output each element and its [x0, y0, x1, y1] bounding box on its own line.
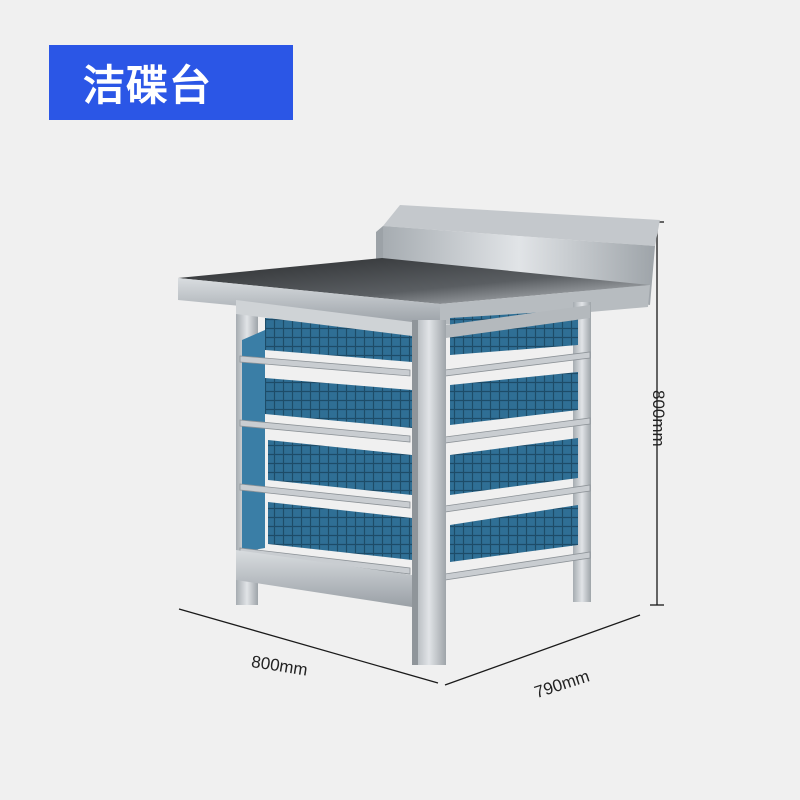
- table-top: [178, 258, 650, 325]
- rack-rails: [239, 351, 591, 581]
- title-banner: 洁碟台: [49, 45, 293, 120]
- front-left-leg-shadow: [412, 320, 418, 665]
- dimension-lines: [178, 221, 664, 686]
- front-right-frame: [446, 305, 590, 338]
- height-dimension-label: 800mm: [649, 390, 668, 447]
- left-side-frame: [236, 300, 412, 336]
- bottom-frame: [236, 550, 412, 607]
- product-title: 洁碟台: [83, 61, 213, 110]
- dish-racks: [242, 310, 578, 562]
